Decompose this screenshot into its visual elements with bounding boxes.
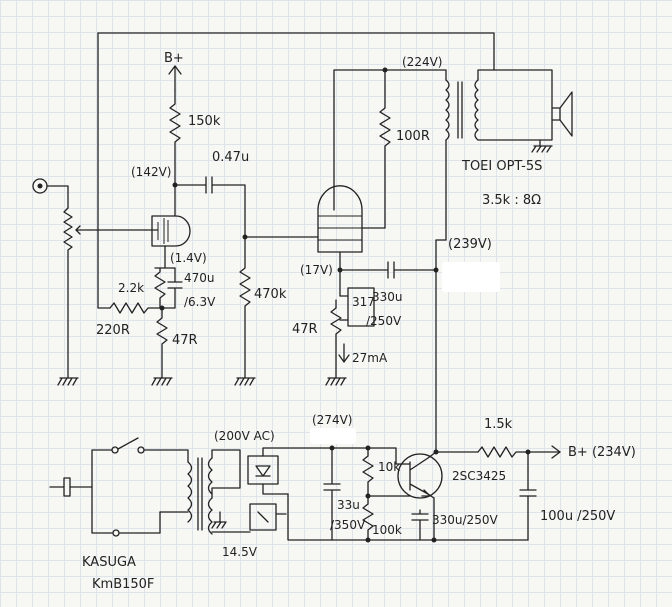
- capacitor-470u: 470u /6.3V: [161, 267, 216, 309]
- svg-text:/6.3V: /6.3V: [184, 295, 216, 309]
- svg-text:100u /250V: 100u /250V: [540, 509, 615, 524]
- svg-text:B+ (234V): B+ (234V): [568, 445, 636, 460]
- voltage-1-4v: (1.4V): [170, 251, 207, 265]
- svg-text:2.2k: 2.2k: [118, 281, 144, 295]
- resistor-47r-stage1: 47R: [151, 307, 198, 386]
- voltage-142v: (142V): [131, 165, 171, 179]
- preamp-tube: [145, 215, 191, 247]
- svg-text:47R: 47R: [172, 333, 198, 348]
- svg-text:/250V: /250V: [366, 314, 402, 328]
- volume-potentiometer: [57, 207, 91, 386]
- resistor-2-2k: 2.2k: [118, 267, 166, 309]
- feedback-wire: [97, 32, 495, 71]
- capacitor-330u-2: 330u/250V: [411, 509, 498, 541]
- svg-text:3.5k : 8Ω: 3.5k : 8Ω: [482, 193, 541, 208]
- svg-text:220R: 220R: [96, 323, 130, 338]
- capacitor-33u: 33u /350V: [323, 447, 366, 541]
- svg-text:1.5k: 1.5k: [484, 417, 513, 432]
- voltage-200vac: (200V AC): [214, 429, 275, 443]
- svg-text:317: 317: [352, 295, 375, 309]
- bplus-supply-wire: [435, 139, 447, 453]
- resistor-10k: 10k: [362, 447, 400, 497]
- svg-text:27mA: 27mA: [352, 351, 388, 365]
- capacitor-047u: 0.47u: [174, 150, 249, 251]
- svg-text:330u: 330u: [372, 290, 403, 304]
- voltage-274v: (274V): [312, 413, 352, 427]
- resistor-1-5k: 1.5k: [477, 417, 561, 458]
- svg-text:KmB150F: KmB150F: [92, 577, 154, 592]
- transistor-2sc3425: 2SC3425: [395, 451, 506, 499]
- ground-bus: [287, 493, 529, 541]
- voltage-224v: (224V): [402, 55, 442, 69]
- power-transformer: KASUGA KmB150F: [82, 449, 213, 592]
- current-arrow: 27mA: [338, 343, 388, 365]
- voltage-17v: (17V): [300, 263, 333, 277]
- resistor-100r: 100R: [379, 69, 430, 229]
- svg-text:470k: 470k: [254, 287, 287, 302]
- svg-text:33u: 33u: [337, 498, 360, 512]
- svg-text:330u/250V: 330u/250V: [432, 513, 498, 527]
- redaction-box-2: [310, 428, 356, 444]
- svg-text:10k: 10k: [378, 460, 400, 474]
- bplus-top-terminal: B+: [164, 51, 184, 91]
- svg-text:/350V: /350V: [330, 518, 366, 532]
- output-transformer: TOEI OPT-5S 3.5k : 8Ω: [435, 69, 553, 208]
- svg-text:47R: 47R: [292, 322, 318, 337]
- input-jack: [32, 178, 69, 209]
- resistor-100k: 100k: [362, 495, 402, 541]
- junction-dots: [159, 67, 531, 543]
- bridge-rectifier-hv: [211, 447, 321, 499]
- svg-text:0.47u: 0.47u: [212, 150, 249, 165]
- resistor-150k: 150k: [169, 89, 221, 217]
- ac-plug: [49, 477, 93, 497]
- regulator-317: 317: [339, 287, 375, 327]
- capacitor-330u: 330u /250V: [366, 290, 403, 328]
- svg-text:14.5V: 14.5V: [222, 545, 258, 559]
- resistor-220r: 220R: [96, 302, 163, 338]
- resistor-470k: 470k: [234, 249, 287, 386]
- resistor-47r-output: 47R: [292, 299, 347, 386]
- svg-text:100R: 100R: [396, 129, 430, 144]
- bridge-rectifier-lv: 14.5V: [211, 503, 287, 559]
- svg-text:2SC3425: 2SC3425: [452, 469, 506, 483]
- power-switch: [111, 437, 161, 537]
- svg-text:100k: 100k: [372, 523, 402, 537]
- svg-text:B+: B+: [164, 51, 184, 66]
- redaction-box: [442, 262, 500, 292]
- svg-text:TOEI OPT-5S: TOEI OPT-5S: [461, 159, 542, 174]
- bplus-output-terminal: B+ (234V): [551, 445, 636, 460]
- svg-text:KASUGA: KASUGA: [82, 555, 136, 570]
- svg-text:150k: 150k: [188, 114, 221, 129]
- voltage-239v: (239V): [448, 237, 492, 252]
- svg-text:470u: 470u: [184, 271, 215, 285]
- speaker-icon: [531, 91, 573, 153]
- output-pentode: [311, 185, 363, 253]
- plate-wire: [333, 69, 437, 211]
- capacitor-100u: 100u /250V: [519, 451, 615, 541]
